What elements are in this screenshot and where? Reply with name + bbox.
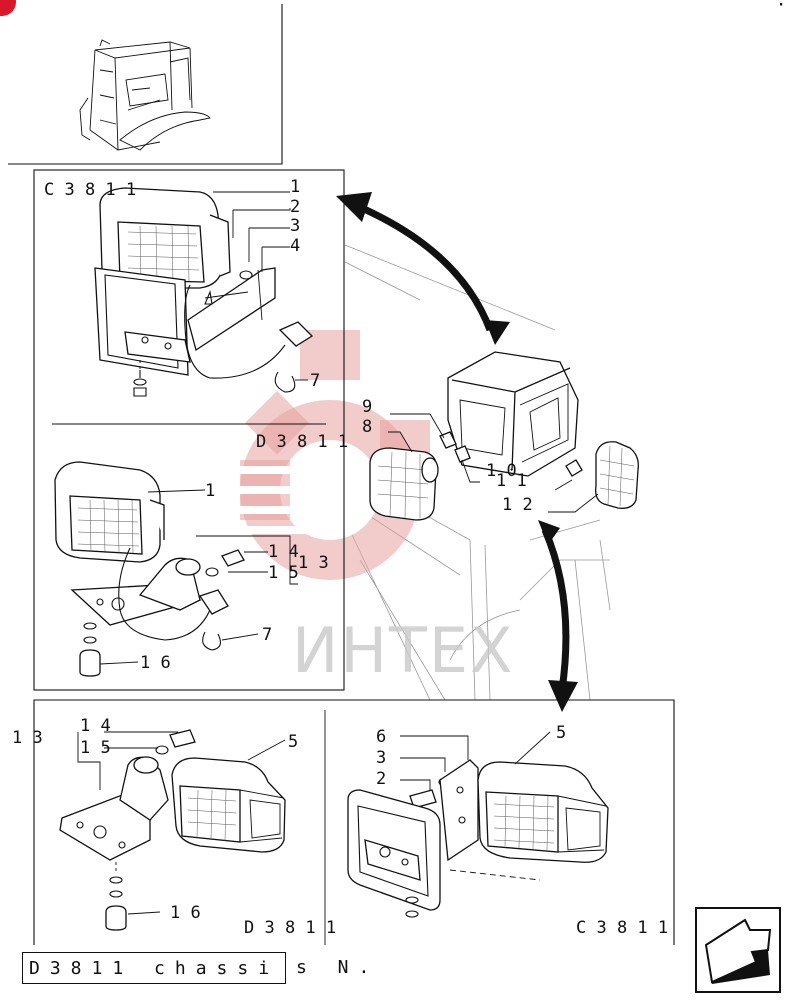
label-9: 9: [362, 397, 372, 417]
label-15-lower: 1 5: [268, 563, 299, 583]
flow-arrows: [336, 192, 578, 712]
label-3-top: 3: [290, 216, 300, 236]
label-3-bottom: 3: [376, 748, 386, 768]
label-7-lower: 7: [262, 625, 272, 645]
next-page-arrow-icon[interactable]: [695, 907, 781, 993]
code-c3811-top: C 3 8 1 1: [44, 180, 136, 200]
label-16-bottom: 1 6: [170, 903, 201, 923]
code-d3811-center: D 3 8 1 1: [256, 432, 348, 452]
lamp-assembly-c3811-bottom: [347, 731, 609, 918]
chassis-caption-suffix: s N.: [296, 957, 380, 978]
red-corner-badge-icon: [0, 0, 16, 16]
label-8: 8: [362, 417, 372, 437]
label-2-bottom: 2: [376, 769, 386, 789]
label-5-bottom-right: 5: [556, 723, 566, 743]
lamp-assembly-d3811-left: [54, 461, 298, 677]
tractor-cab-thumbnail: [8, 4, 283, 165]
label-1-lower: 1: [205, 481, 215, 501]
label-5-bottom-left: 5: [288, 732, 298, 752]
label-13-bottom: 1 3: [12, 728, 43, 748]
watermark-text: ИНТЕХ: [292, 614, 515, 687]
code-c3811-bottom: C 3 8 1 1: [576, 918, 668, 938]
label-13-lower: 1 3: [298, 553, 329, 573]
label-10: 1 0: [486, 461, 517, 481]
label-14-bottom: 1 4: [80, 716, 111, 736]
label-7-top: 7: [310, 371, 320, 391]
label-4-top: 4: [290, 236, 300, 256]
label-1-top: 1: [290, 177, 300, 197]
lamp-assembly-c3811-top: [94, 187, 314, 397]
label-15-bottom: 1 5: [80, 738, 111, 758]
panel-frames: [33, 169, 675, 945]
chassis-caption-box: D3811 chassi: [22, 952, 287, 984]
intex-watermark: ИНТЕХ: [200, 330, 515, 687]
lamp-assembly-d3811-bottom: [59, 729, 286, 931]
label-2-top: 2: [290, 197, 300, 217]
exploded-lamp-center: [369, 351, 639, 521]
part-labels: C 3 8 1 1 1 2 3 4 7 1 1 4 1 5 1 3 7 1 6 …: [12, 177, 668, 938]
label-12: 1 2: [502, 495, 533, 515]
label-11: 1 1: [496, 471, 527, 491]
label-14-lower: 1 4: [268, 542, 299, 562]
stray-mark: ·: [776, 0, 786, 15]
code-d3811-bottom: D 3 8 1 1: [244, 918, 336, 938]
label-6: 6: [376, 727, 386, 747]
label-16-lower: 1 6: [140, 653, 171, 673]
